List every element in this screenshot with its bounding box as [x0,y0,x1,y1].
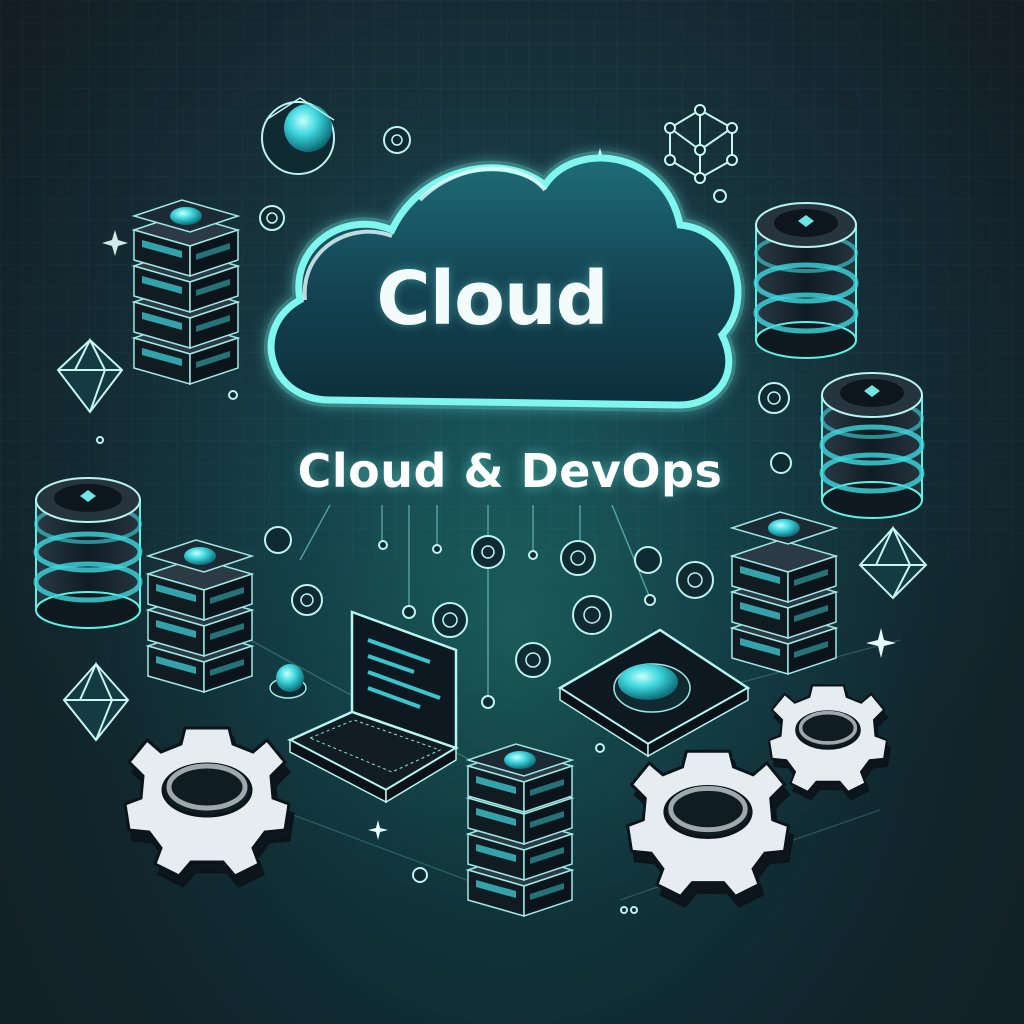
database-icon [33,202,925,629]
network-node-icon [664,104,738,184]
cloud-label: Cloud [376,256,608,342]
laptop-icon [287,610,459,804]
orb-node-icon [261,97,335,175]
network-node-icon [96,126,792,914]
server-rack-icon [729,511,839,675]
gear-icon [123,684,892,908]
server-rack-icon [131,199,241,385]
tablet-icon [557,628,751,758]
orb-node-icon [269,664,307,699]
server-rack-icon [145,539,255,693]
server-rack-icon [465,743,575,917]
crystal-icon [56,337,928,742]
page-title: Cloud & DevOps [297,444,723,498]
cloud-icon [264,151,745,413]
